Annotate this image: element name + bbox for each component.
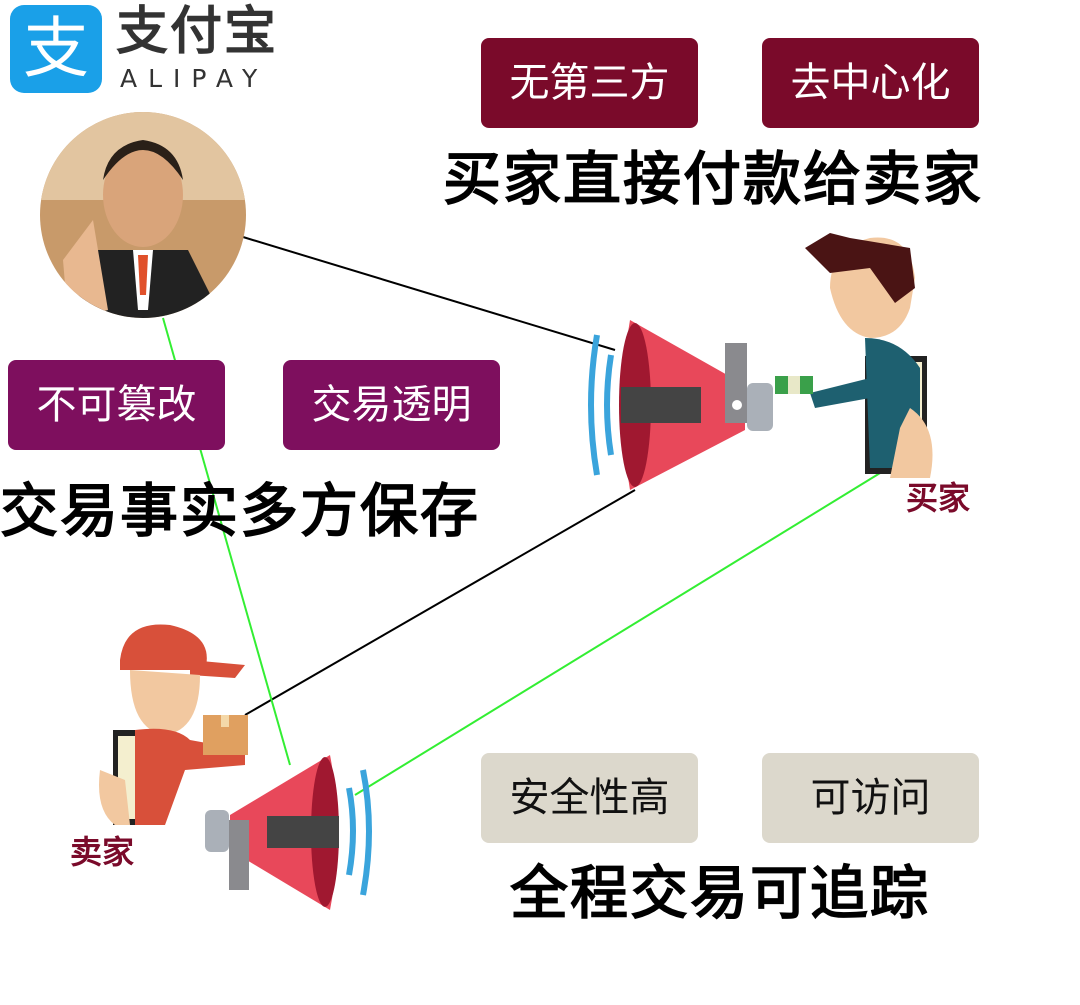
tag-tamper-proof: 不可篡改 — [8, 360, 225, 450]
tag-high-security: 安全性高 — [481, 753, 698, 843]
heading-multi-party-storage: 交易事实多方保存 — [0, 477, 481, 545]
link-seller-buyer-megaphone — [244, 489, 636, 716]
alipay-logo-cn: 支付宝 — [116, 2, 279, 62]
megaphone-icon — [205, 755, 372, 910]
tag-no-third-party: 无第三方 — [481, 38, 698, 128]
alipay-logo-icon: 支 — [10, 5, 102, 93]
megaphone-icon — [588, 320, 773, 490]
tag-transparent: 交易透明 — [283, 360, 500, 450]
tag-accessible: 可访问 — [762, 753, 979, 843]
heading-traceable: 全程交易可追踪 — [510, 859, 931, 927]
buyer-figure — [775, 233, 933, 478]
alipay-logo-en: ALIPAY — [120, 64, 269, 93]
link-ceo-buyer-megaphone — [242, 236, 616, 351]
seller-label: 卖家 — [70, 833, 135, 871]
tag-decentralized: 去中心化 — [762, 38, 979, 128]
heading-direct-payment: 买家直接付款给卖家 — [443, 145, 984, 213]
buyer-label: 买家 — [906, 479, 971, 517]
link-seller-megaphone-buyer — [354, 469, 886, 796]
ceo-avatar — [40, 112, 246, 318]
seller-figure — [99, 624, 248, 825]
